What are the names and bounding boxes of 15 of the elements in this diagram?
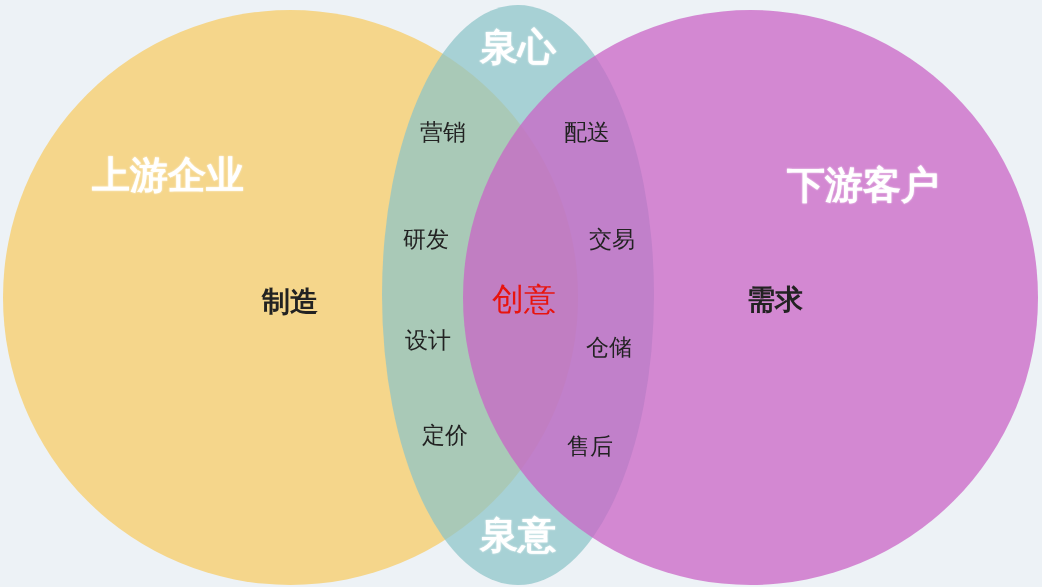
- region-label: 交易: [589, 224, 635, 254]
- region-label: 仓储: [586, 332, 632, 362]
- group-heading: 上游企业: [92, 151, 244, 199]
- ellipse-heading: 泉心: [480, 23, 556, 71]
- region-label: 配送: [564, 117, 610, 147]
- region-label: 定价: [422, 420, 468, 450]
- region-label: 营销: [420, 117, 466, 147]
- region-label: 研发: [403, 224, 449, 254]
- region-label: 制造: [262, 284, 318, 320]
- ellipse-heading: 泉意: [480, 511, 556, 559]
- region-label: 售后: [567, 431, 613, 461]
- group-heading: 下游客户: [787, 161, 939, 209]
- region-label: 需求: [747, 282, 803, 318]
- region-label: 创意: [492, 279, 556, 320]
- region-label: 设计: [405, 325, 451, 355]
